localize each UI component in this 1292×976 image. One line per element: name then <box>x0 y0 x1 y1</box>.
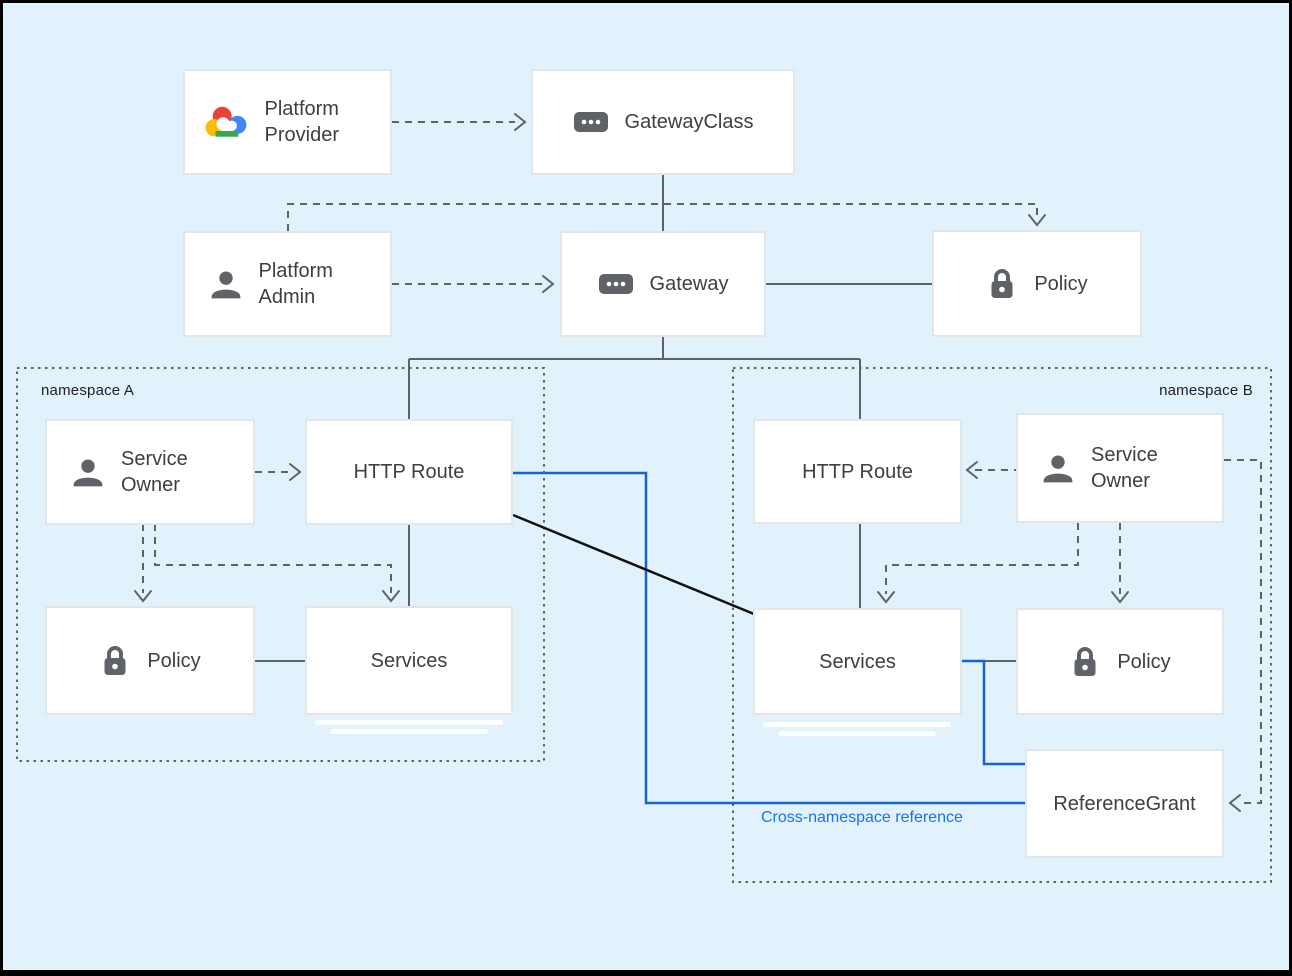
arrow-into-policy-a <box>134 590 152 603</box>
arrow-into-httproute-a <box>289 463 302 481</box>
lock-icon <box>104 645 126 675</box>
cross-namespace-reference-label: Cross-namespace reference <box>761 809 963 826</box>
node-gatewayclass: GatewayClass <box>531 69 795 175</box>
arrowheads <box>134 113 1241 812</box>
node-label: GatewayClass <box>624 111 754 133</box>
node-policy-a: Policy <box>45 606 255 715</box>
resource-pill-icon <box>598 274 633 294</box>
arrow-into-referencegrant <box>1228 794 1241 812</box>
node-label: Policy <box>147 649 201 672</box>
node-label: Services <box>370 649 448 672</box>
edge-httproute-a-referencegrant <box>513 471 1025 805</box>
node-platform-admin: Platform Admin <box>183 231 392 337</box>
node-label: ReferenceGrant <box>1053 792 1196 815</box>
node-label: Gateway <box>649 273 729 295</box>
node-services-a: Services <box>305 606 513 715</box>
node-label: HTTP Route <box>802 460 913 483</box>
edge-owner-b-referencegrant <box>1224 459 1262 804</box>
arrow-into-services-b <box>877 591 895 604</box>
edge-owner-b-services-b <box>885 523 1079 594</box>
lock-icon <box>1074 646 1096 676</box>
node-service-owner-b: Service Owner <box>1016 413 1224 523</box>
namespace-a-boundary <box>16 367 545 762</box>
person-icon <box>73 459 103 487</box>
node-http-route-a: HTTP Route <box>305 419 513 525</box>
node-label: Services <box>819 650 896 673</box>
arrow-into-policy-b <box>1111 591 1129 604</box>
node-label: Policy <box>1034 272 1088 295</box>
node-label: Service Owner <box>121 448 188 496</box>
services-b-stack-line <box>778 731 936 736</box>
arrow-into-gateway <box>542 275 555 293</box>
node-label: Policy <box>1117 650 1171 673</box>
namespace-b-label: namespace B <box>1159 382 1253 399</box>
solid-gray-edges <box>255 175 1016 662</box>
arrow-into-policy-top <box>1028 214 1046 227</box>
edge-admin-policy <box>287 203 1038 231</box>
edge-gateway-httproutes <box>408 337 861 419</box>
lock-icon <box>991 268 1013 298</box>
arrow-into-services-a <box>382 590 400 603</box>
edge-services-b-referencegrant <box>961 659 1025 766</box>
services-a-stack-line <box>315 720 503 725</box>
node-platform-provider: Platform Provider <box>183 69 392 175</box>
node-gateway: Gateway <box>560 231 766 337</box>
node-reference-grant: ReferenceGrant <box>1025 749 1224 858</box>
node-http-route-b: HTTP Route <box>753 419 962 524</box>
node-service-owner-a: Service Owner <box>45 419 255 525</box>
dashed-gray-edges <box>142 121 1262 804</box>
person-icon <box>1043 455 1073 483</box>
arrow-into-gatewayclass <box>514 113 527 131</box>
node-services-b: Services <box>753 608 962 715</box>
node-policy-b: Policy <box>1016 608 1224 715</box>
node-label: Platform Provider <box>264 98 339 146</box>
edge-owner-a-services-a <box>154 524 392 593</box>
node-label: HTTP Route <box>353 461 465 483</box>
namespace-a-label: namespace A <box>41 382 135 399</box>
edge-httproute-a-services-b <box>512 513 755 616</box>
blue-edges <box>513 471 1025 805</box>
services-b-stack-line <box>763 722 951 727</box>
person-icon <box>211 271 240 299</box>
node-policy-top: Policy <box>932 230 1142 337</box>
arrow-into-httproute-b <box>965 461 978 479</box>
services-a-stack-line <box>330 729 488 734</box>
connector-layer <box>16 113 1272 883</box>
node-label: Platform Admin <box>258 260 333 308</box>
resource-pill-icon <box>573 112 608 132</box>
google-cloud-icon <box>205 106 246 137</box>
node-label: Service Owner <box>1091 444 1158 492</box>
